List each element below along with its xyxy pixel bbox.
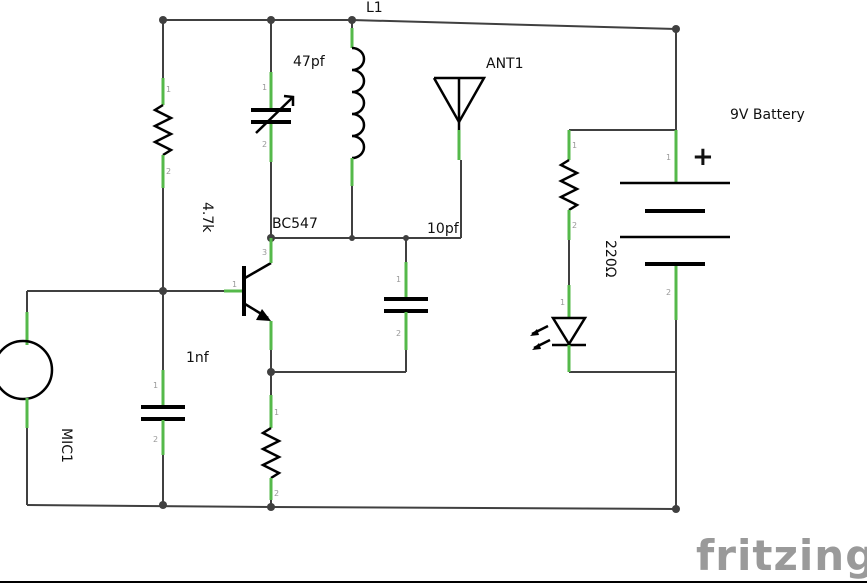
pin-label: 1 (166, 85, 171, 94)
resistor-4-7k: 1 2 (152, 78, 174, 188)
pin-label: 2 (166, 167, 171, 176)
pin-label: 2 (666, 288, 671, 297)
capacitor-10pf-label: 10pf (427, 221, 460, 237)
pin-label: 2 (572, 221, 577, 230)
microphone-mic1 (0, 312, 54, 428)
pin-label: 2 (262, 140, 267, 149)
resistor-220: 1 2 (558, 130, 580, 285)
resistor-emitter: 1 2 (260, 395, 282, 500)
pin-label: 1 (232, 280, 237, 289)
fritzing-logo: fritzing (696, 531, 867, 580)
pin-label: 1 (560, 298, 565, 307)
resistor-220-label: 220Ω (602, 240, 618, 278)
led: 1 (530, 285, 588, 372)
pin-label: 1 (666, 153, 671, 162)
antenna-ant1 (432, 76, 487, 160)
pin-label: 2 (153, 435, 158, 444)
inductor-label: L1 (366, 0, 383, 16)
wires (26, 19, 677, 510)
resistor-4-7k-label: 4.7k (199, 202, 215, 233)
variable-capacitor-label: 47pf (293, 54, 326, 70)
transistor-bc547: 3 1 (224, 238, 273, 350)
capacitor-10pf: 1 2 (384, 262, 428, 350)
pin-label: 2 (274, 489, 279, 498)
junctions (159, 16, 680, 513)
transistor-label: BC547 (272, 216, 318, 232)
antenna-label: ANT1 (486, 56, 524, 72)
microphone-label: MIC1 (58, 428, 74, 463)
capacitor-1nf-label: 1nf (186, 350, 210, 366)
pin-label: 1 (274, 408, 279, 417)
battery-label: 9V Battery (730, 107, 805, 123)
pin-label: 1 (572, 141, 577, 150)
battery-9v: 1 2 (620, 130, 730, 320)
pin-label: 3 (262, 248, 267, 257)
capacitor-1nf: 1 2 (141, 370, 185, 455)
battery-plus-sign: + (692, 142, 714, 172)
pin-label: 2 (396, 329, 401, 338)
pin-label: 1 (396, 275, 401, 284)
variable-capacitor-47pf: 1 2 (251, 72, 295, 162)
pin-label: 1 (153, 381, 158, 390)
pin-label: 1 (262, 83, 267, 92)
inductor-l1 (350, 28, 366, 186)
